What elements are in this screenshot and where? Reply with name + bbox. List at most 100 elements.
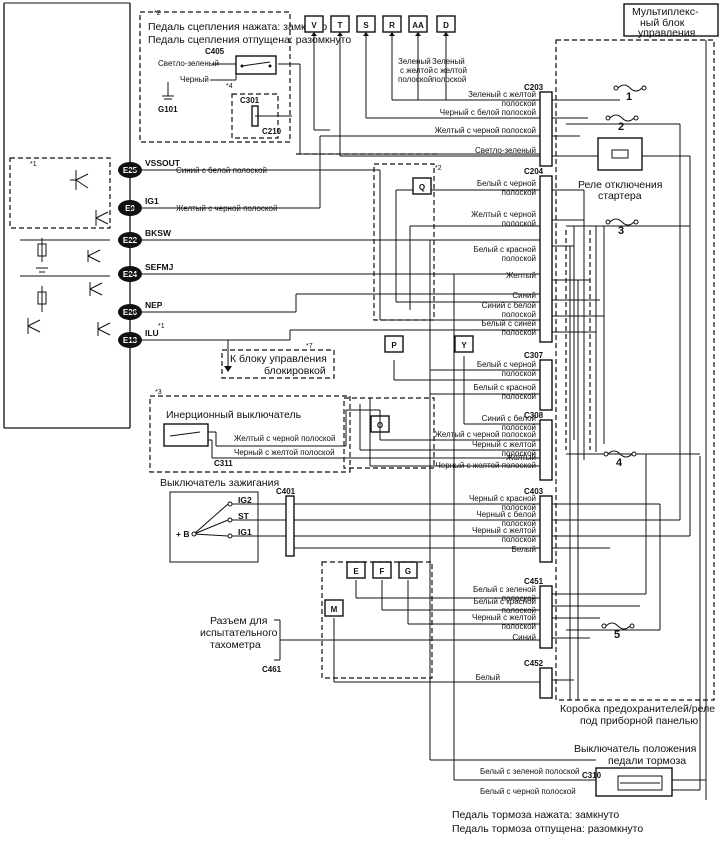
wire-label: Синий bbox=[512, 633, 536, 642]
connector-c204: C204 bbox=[524, 167, 544, 176]
inertia-wire-2: Черный с желтой полоской bbox=[234, 448, 335, 457]
c308-wires bbox=[345, 356, 540, 780]
fuse-terminal bbox=[641, 85, 647, 91]
wire-label: Черный с белой bbox=[476, 510, 536, 519]
ground-g101: G101 bbox=[158, 105, 178, 114]
wire-label: Черный с желтой bbox=[472, 440, 536, 449]
terminal-arrow bbox=[443, 32, 449, 36]
terminal-label: F bbox=[380, 567, 385, 576]
wire-label: полоской bbox=[502, 503, 536, 512]
fuse-terminal bbox=[613, 85, 619, 91]
fuse-symbol bbox=[607, 450, 633, 458]
ecu-signal-label: IG1 bbox=[145, 196, 159, 206]
ignition-title: Выключатель зажигания bbox=[160, 477, 279, 489]
wire-label: полоской bbox=[502, 535, 536, 544]
wire-label: Белый с красной bbox=[474, 245, 537, 254]
wire-label: полоской bbox=[502, 369, 536, 378]
connector-c452: C452 bbox=[524, 659, 544, 668]
fuse-number: 4 bbox=[616, 457, 623, 469]
wire-label: полоской bbox=[502, 622, 536, 631]
battery-label: + B bbox=[176, 529, 189, 539]
multiplex-unit: Мультиплекс- ный блок управления bbox=[623, 3, 719, 39]
inertia-wire-1: Желтый с черной полоской bbox=[234, 434, 335, 443]
fuse-symbol bbox=[609, 218, 635, 226]
connector-c461: C461 bbox=[262, 665, 282, 674]
brake-wire-1: Белый с зеленой полоской bbox=[480, 767, 580, 776]
wire-label: Желтый bbox=[506, 453, 536, 462]
bottom-wires bbox=[280, 580, 596, 781]
wire-label: Белый с черной bbox=[477, 360, 536, 369]
terminal-label: V bbox=[311, 21, 317, 30]
wire-label: Желтый с черной bbox=[471, 210, 536, 219]
fuse-number: 5 bbox=[614, 629, 620, 641]
wire-label: полоской bbox=[502, 219, 536, 228]
wire-label: Белый с черной bbox=[477, 179, 536, 188]
wire-label: Белый bbox=[512, 545, 536, 554]
brake-note-1: Педаль тормоза нажата: замкнуто bbox=[452, 809, 619, 821]
note-ref: *2 bbox=[435, 165, 442, 172]
fuse-number: 2 bbox=[618, 121, 624, 133]
note-ref: *3 bbox=[155, 389, 162, 396]
terminal-y bbox=[454, 335, 474, 353]
terminal-arrow bbox=[389, 32, 395, 36]
note-ref: *1 bbox=[158, 323, 165, 330]
note-ref: *2 bbox=[154, 10, 161, 17]
fuse-number: 1 bbox=[626, 91, 632, 103]
tacho-connector: Разъем для испытательного тахометра C461 bbox=[200, 615, 282, 674]
terminal-arrow bbox=[363, 32, 369, 36]
wire-label: Белый с синей bbox=[481, 319, 536, 328]
wire-label: Зеленый с желтой bbox=[468, 90, 536, 99]
connector-c403: C403 bbox=[524, 487, 544, 496]
d-wire-2: с желтой bbox=[434, 66, 467, 75]
ecu-signal-label: SEFMJ bbox=[145, 262, 174, 272]
wire-label: Белый с зеленой bbox=[473, 585, 536, 594]
terminal-arrow bbox=[415, 32, 421, 36]
fuse-terminal bbox=[631, 451, 637, 457]
tacho-1: Разъем для bbox=[210, 615, 267, 627]
fuse-box: Коробка предохранителей/реле под приборн… bbox=[555, 39, 715, 727]
d-wire-1: Зеленый bbox=[432, 57, 465, 66]
wire-label: Желтый с черной полоской bbox=[435, 430, 536, 439]
terminal-label: D bbox=[443, 21, 449, 30]
wire-label: полоской bbox=[502, 188, 536, 197]
aa-wire-2: с желтой bbox=[400, 66, 433, 75]
ecu-signal-label: BKSW bbox=[145, 228, 172, 238]
wire-label: полоской bbox=[502, 392, 536, 401]
mux-title-3: управления bbox=[638, 27, 695, 39]
wire-label: полоской bbox=[502, 449, 536, 458]
connector-c203: C203 bbox=[524, 83, 544, 92]
fuse-box-wiring bbox=[552, 40, 707, 800]
connector-c401: C401 bbox=[276, 487, 296, 496]
wire-label: полоской bbox=[502, 254, 536, 263]
relay-label-2: стартера bbox=[598, 190, 642, 202]
fuse-box-title-1: Коробка предохранителей/реле bbox=[560, 703, 715, 715]
wire-label: Желтый bbox=[506, 271, 536, 280]
connector-c451: C451 bbox=[524, 577, 544, 586]
tacho-3: тахометра bbox=[210, 639, 261, 651]
inertia-switch-area: *3 Инерционный выключатель Желтый с черн… bbox=[149, 389, 351, 473]
terminal-arrow bbox=[311, 32, 317, 36]
terminal-label: P bbox=[391, 341, 397, 350]
ign-pos-ig1: IG1 bbox=[238, 527, 252, 537]
brake-title-1: Выключатель положения bbox=[574, 743, 696, 755]
ignition-switch-area: Выключатель зажигания + B IG2 ST IG1 C40… bbox=[160, 477, 540, 563]
terminal-label: E bbox=[353, 567, 359, 576]
ign-pos-st: ST bbox=[238, 511, 250, 521]
clutch-wire-2: Черный bbox=[180, 75, 209, 84]
wire-label: полоской bbox=[502, 423, 536, 432]
terminal-label: T bbox=[338, 21, 343, 30]
clutch-note-2: Педаль сцепления отпущена: разомкнуто bbox=[148, 34, 351, 46]
wire-label: Желтый с черной полоской bbox=[435, 126, 536, 135]
mux-title-2: ный блок bbox=[640, 17, 685, 29]
ecu-signal-label: ILU bbox=[145, 328, 159, 338]
wire-label: Белый bbox=[476, 673, 500, 682]
fuse-symbol bbox=[605, 622, 631, 630]
terminal-label: G bbox=[405, 567, 411, 576]
fuse-terminal bbox=[633, 115, 639, 121]
terminal-label: AA bbox=[412, 21, 424, 30]
terminal-label: R bbox=[389, 21, 395, 30]
clutch-switch bbox=[235, 55, 277, 75]
lock-control-2: блокировкой bbox=[264, 365, 326, 377]
terminal-label: S bbox=[363, 21, 369, 30]
